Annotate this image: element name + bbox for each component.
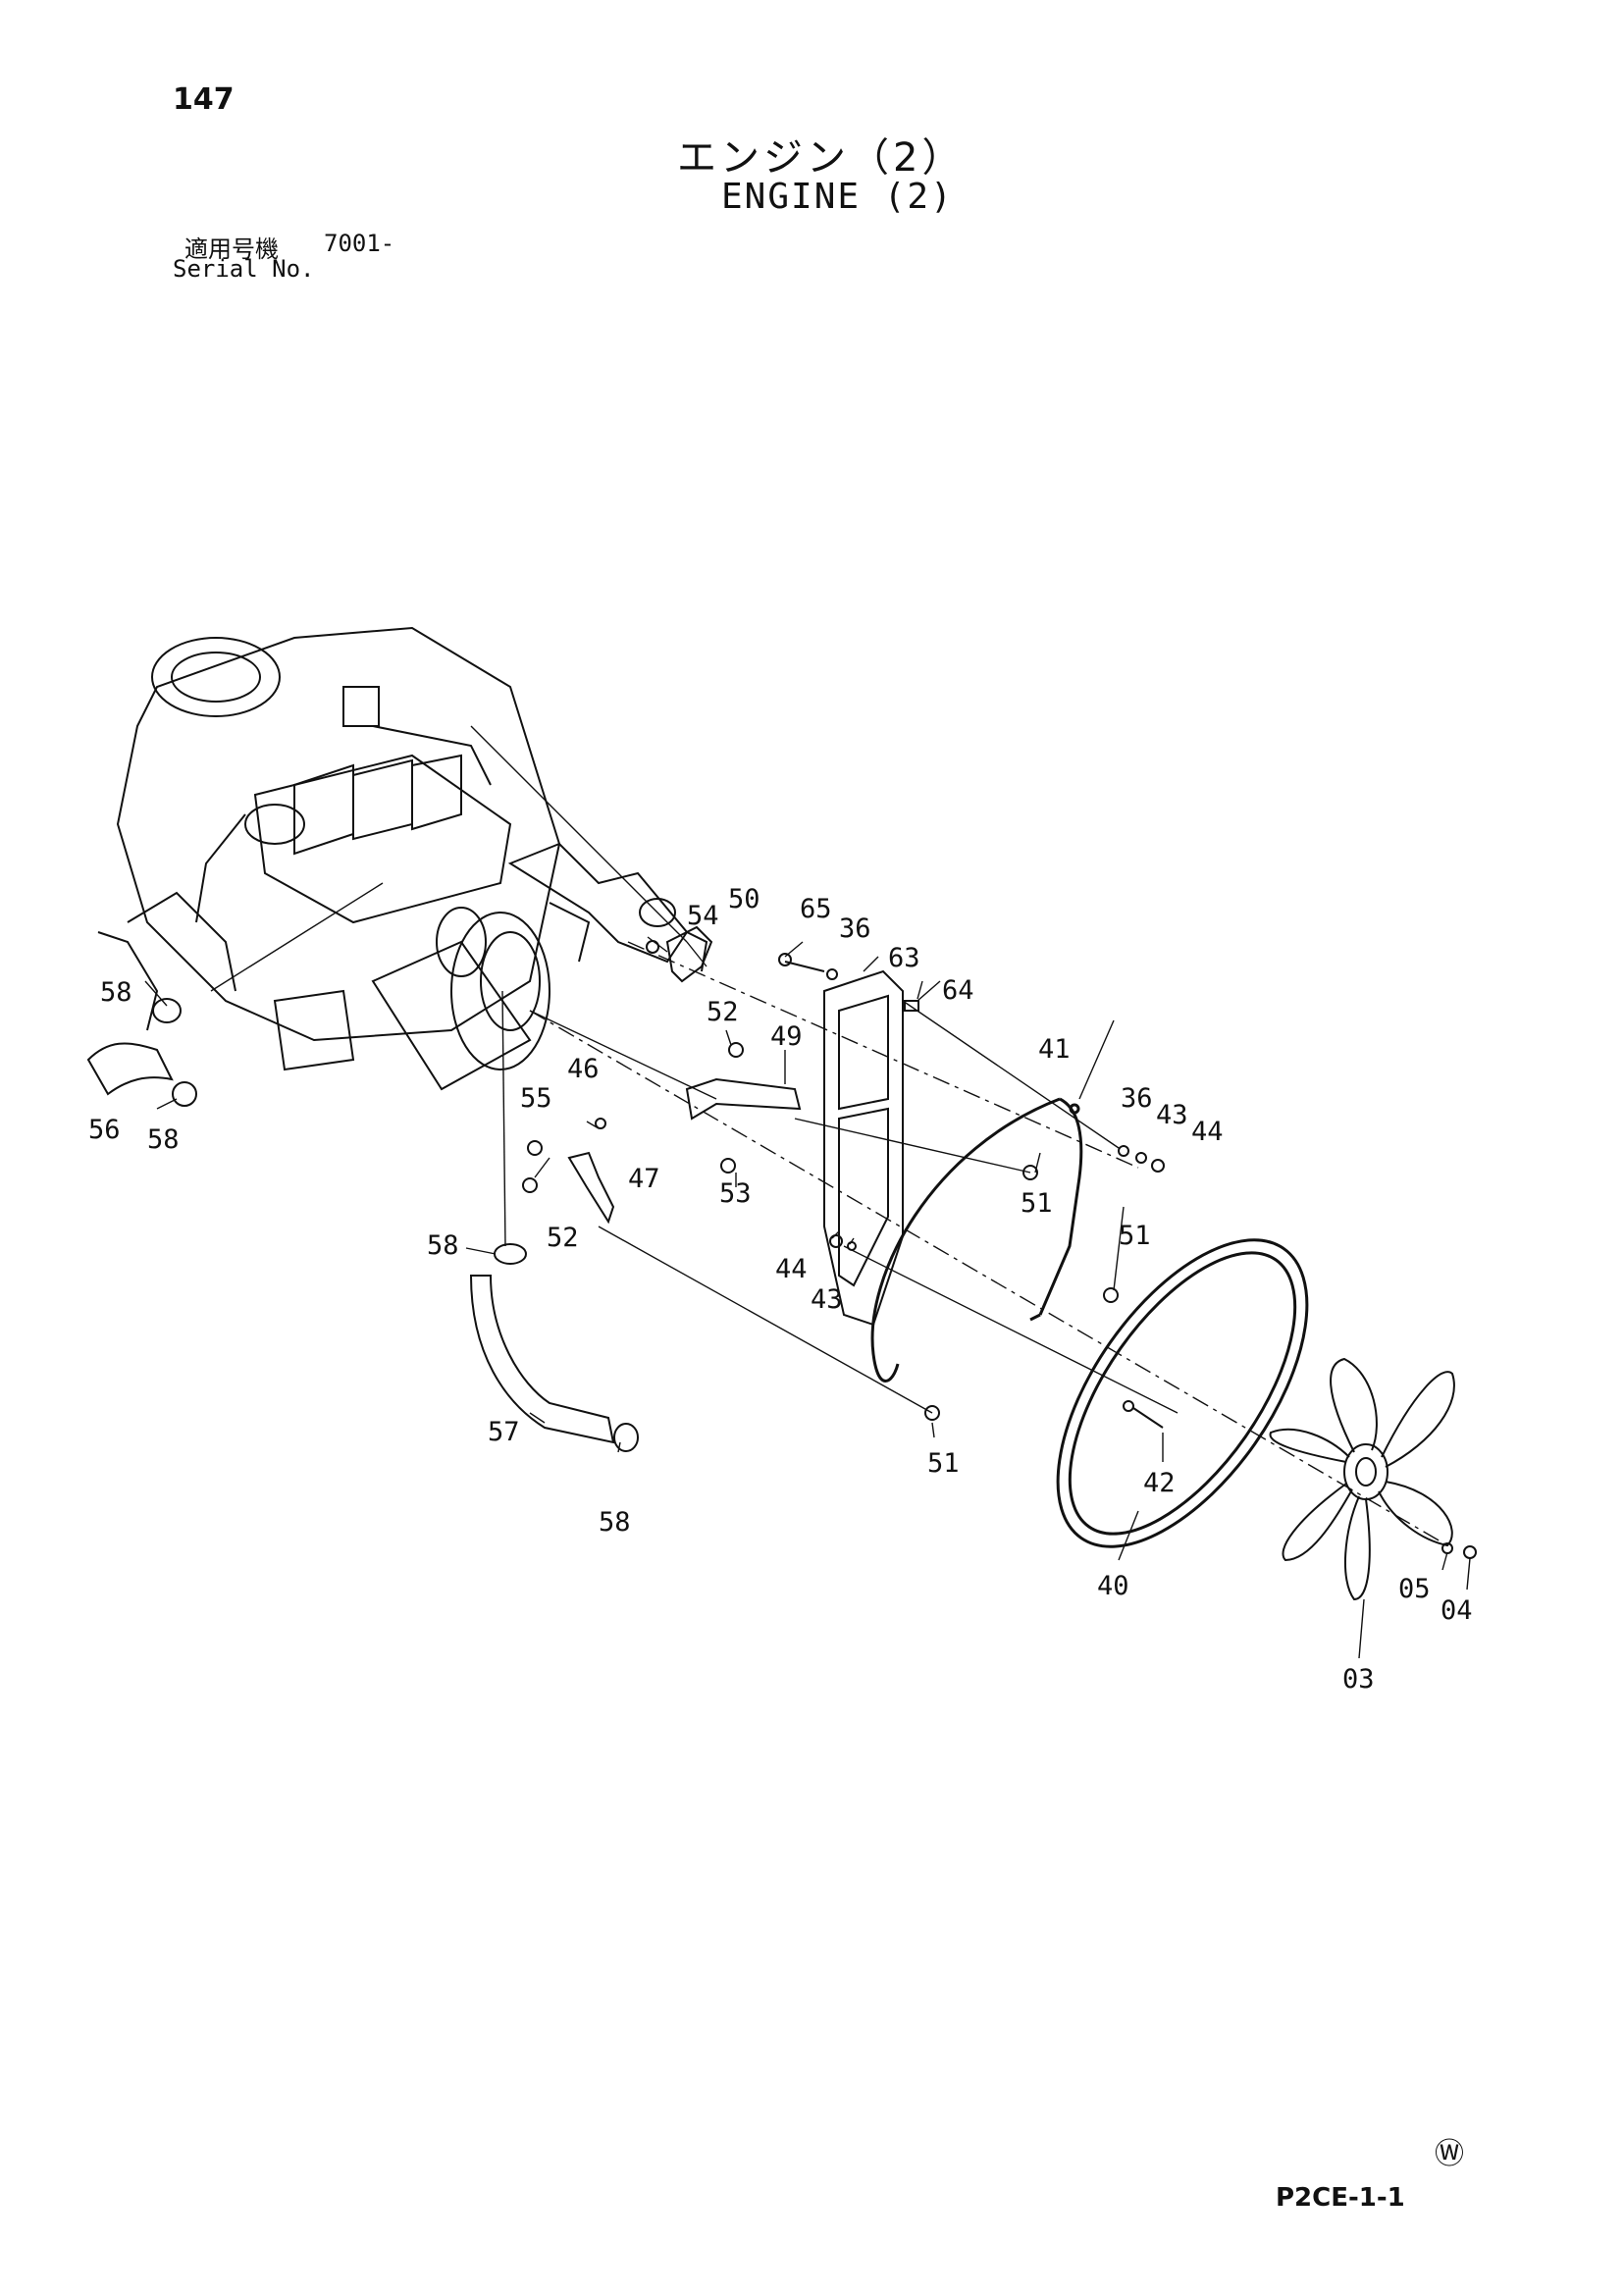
serial-value: 7001-: [324, 230, 395, 257]
callout-41: 41: [1038, 1034, 1071, 1065]
title-english: ENGINE (2): [721, 177, 954, 217]
callout-65: 65: [800, 894, 832, 924]
hose-56: [86, 1042, 174, 1096]
callout-44: 44: [1191, 1117, 1224, 1147]
callout-40: 40: [1097, 1571, 1129, 1601]
shroud-plate-63: [823, 969, 904, 1327]
callout-58-lower: 58: [147, 1124, 180, 1155]
serial-label-english: Serial No.: [173, 255, 315, 283]
callout-52: 52: [707, 997, 739, 1027]
callout-64: 64: [942, 975, 974, 1006]
callout-54: 54: [687, 901, 719, 931]
callout-03: 03: [1342, 1664, 1375, 1695]
callout-04: 04: [1441, 1595, 1473, 1626]
pipe-47: [567, 1151, 615, 1225]
callout-labels: 54 50 65 36 63 64 58 52 49 41 36 43 44 4…: [88, 884, 1473, 1695]
fan-ring-41: [870, 1097, 1083, 1383]
fasteners: [522, 953, 1477, 1559]
callout-52-lower: 52: [547, 1223, 579, 1253]
fan-blade-03: [1269, 1357, 1455, 1601]
callout-44-left: 44: [775, 1254, 808, 1284]
bracket-50: [646, 925, 713, 983]
engine-block-illustration: [97, 626, 708, 1091]
page-number: 147: [173, 82, 235, 117]
callout-43-left: 43: [811, 1284, 843, 1315]
callout-58-hose: 58: [427, 1230, 459, 1261]
callout-51-lower: 51: [927, 1448, 960, 1479]
hose-57: [469, 1275, 615, 1444]
fan-shroud-40: [1056, 1238, 1309, 1548]
callout-51-mid: 51: [1119, 1221, 1151, 1251]
pipe-49: [685, 1077, 802, 1121]
serial-label-japanese: 適用号機: [184, 235, 279, 263]
callout-57: 57: [488, 1417, 520, 1447]
callout-36: 36: [839, 913, 871, 944]
callout-51-upper: 51: [1021, 1188, 1053, 1219]
page-code: P2CE-1-1: [1276, 2183, 1405, 2213]
callout-58-end: 58: [599, 1507, 631, 1538]
callout-49: 49: [770, 1021, 803, 1052]
callout-47: 47: [628, 1164, 660, 1194]
callout-05: 05: [1398, 1574, 1431, 1604]
callout-43: 43: [1156, 1100, 1188, 1130]
leader-lines: [144, 725, 1471, 1659]
callout-53: 53: [719, 1178, 752, 1209]
callout-46: 46: [567, 1054, 600, 1084]
callout-63: 63: [888, 943, 920, 973]
callout-50: 50: [728, 884, 760, 914]
callout-42: 42: [1143, 1468, 1176, 1498]
callout-58: 58: [100, 977, 132, 1008]
manufacturer-mark: Ⓦ: [1435, 2137, 1464, 2171]
callout-56: 56: [88, 1115, 121, 1145]
title-japanese: エンジン（2）: [677, 135, 966, 181]
callout-36-right: 36: [1121, 1083, 1153, 1114]
callout-55: 55: [520, 1083, 552, 1114]
